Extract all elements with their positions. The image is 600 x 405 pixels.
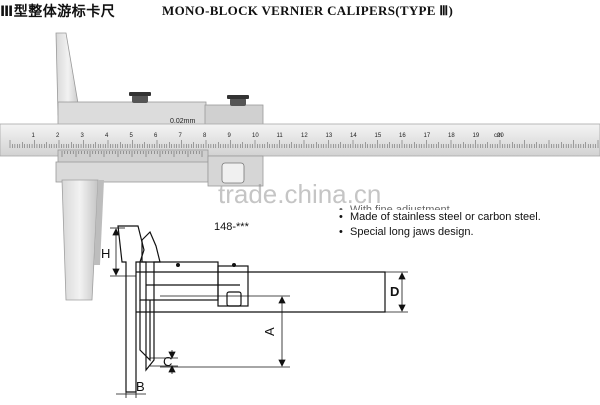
scale-unit: cm (494, 133, 502, 139)
dim-label-a: A (262, 327, 277, 336)
vernier-resolution: 0.02mm (170, 118, 195, 125)
dim-label-c: C (163, 354, 172, 369)
scale-number: 8 (203, 133, 207, 139)
scale-number: 7 (179, 133, 183, 139)
drawing-fixed-jaw (117, 225, 145, 393)
scale-number: 10 (252, 133, 259, 139)
drawing-beam (136, 271, 386, 313)
lower-jaw-edge (94, 180, 104, 265)
main-scale-ticks (9, 140, 599, 148)
scale-number: 20 (497, 133, 504, 139)
slider-upper-block (57, 101, 207, 127)
title-english: MONO-BLOCK VERNIER CALIPERS(TYPE Ⅲ) (162, 3, 454, 18)
dim-label-h: H (101, 246, 110, 261)
scale-number: 17 (424, 133, 431, 139)
lock-screw-2 (230, 98, 246, 106)
scale-number: 9 (228, 133, 232, 139)
scale-number: 19 (473, 133, 480, 139)
lower-long-jaw (61, 179, 99, 301)
scale-number: 4 (105, 133, 109, 139)
scale-number: 18 (448, 133, 455, 139)
scale-number: 2 (56, 133, 60, 139)
dim-label-b: B (136, 379, 145, 394)
scale-number: 12 (301, 133, 308, 139)
scale-number: 1 (32, 133, 36, 139)
drawing-slider (139, 261, 219, 301)
feature-list: With fine adjustment. Made of stainless … (337, 203, 541, 240)
lock-screw-1 (132, 95, 148, 103)
feature-item: Made of stainless steel or carbon steel. (337, 210, 541, 225)
feature-item: With fine adjustment. (337, 203, 541, 210)
dim-label-d: D (390, 284, 399, 299)
scale-number: 11 (277, 133, 284, 139)
title-chinese: Ⅲ型整体游标卡尺 (0, 4, 116, 20)
scale-number: 5 (130, 133, 134, 139)
drawing-sliding-jaw (141, 230, 161, 372)
scale-number: 13 (326, 133, 333, 139)
adjust-wheel (221, 162, 245, 184)
scale-number: 6 (154, 133, 158, 139)
scale-number: 16 (399, 133, 406, 139)
scale-number: 3 (81, 133, 85, 139)
feature-item: Special long jaws design. (337, 225, 541, 240)
scale-number: 14 (350, 133, 357, 139)
model-number: 148-*** (214, 221, 249, 233)
scale-number: 15 (375, 133, 382, 139)
vernier-ticks (61, 151, 203, 157)
